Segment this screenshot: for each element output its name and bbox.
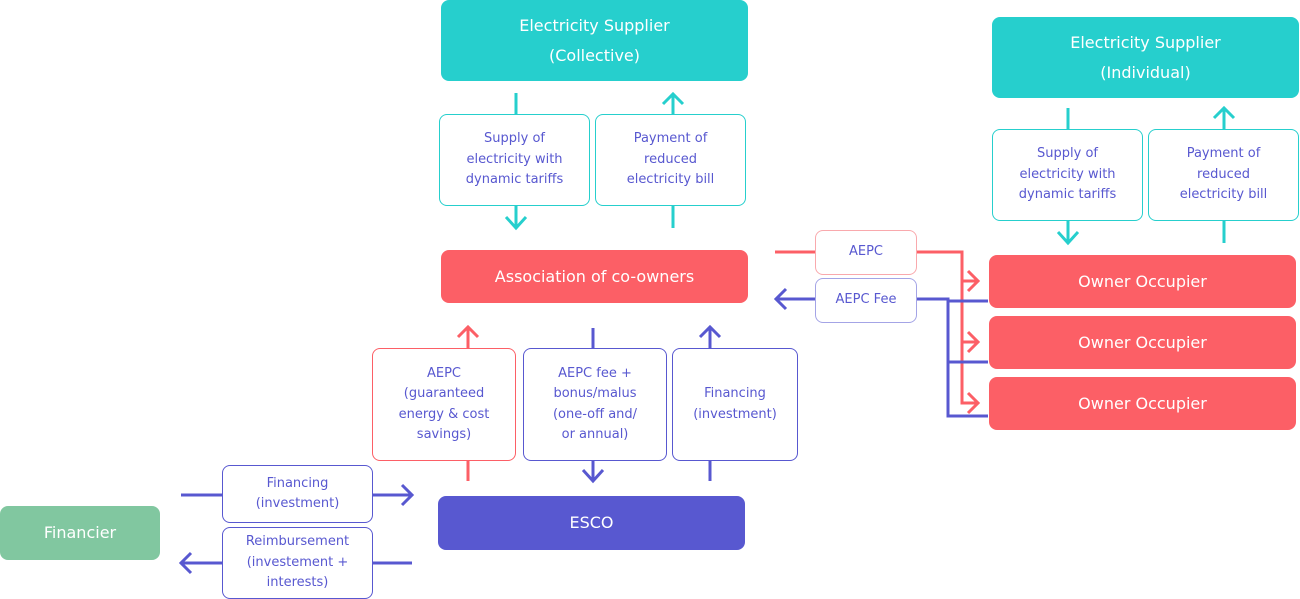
supply-arrow-down-icon	[504, 215, 528, 231]
fee-arrow-down-icon	[581, 468, 605, 484]
reimbursement-arrow-left-icon	[178, 551, 193, 575]
collective-supplier-arrows	[504, 91, 685, 231]
owner-arrow-right-icon	[966, 330, 981, 354]
flow-label-owners-aepc-fee: AEPC Fee	[815, 278, 917, 323]
fee-from-owners-lines	[773, 287, 988, 418]
flow-label-esco-financing: Financing (investment)	[672, 348, 798, 461]
ind-payment-arrow-up-icon	[1212, 105, 1236, 120]
financing-arrow-right-icon	[400, 483, 415, 507]
payment-arrow-up-icon	[661, 91, 685, 106]
financing-arrow-up-icon	[698, 324, 722, 339]
flow-label-individual-supply: Supply of electricity with dynamic tarif…	[992, 129, 1143, 221]
flow-label-aepc-fee-bonus: AEPC fee + bonus/malus (one-off and/ or …	[523, 348, 667, 461]
financier-lines	[178, 483, 415, 575]
flow-label-esco-aepc: AEPC (guaranteed energy & cost savings)	[372, 348, 516, 461]
node-association-of-co-owners: Association of co-owners	[441, 250, 748, 303]
node-financier: Financier	[0, 506, 160, 560]
aepc-arrow-up-icon	[456, 324, 480, 339]
individual-supplier-arrows	[1056, 105, 1236, 246]
flow-label-individual-payment: Payment of reduced electricity bill	[1148, 129, 1299, 221]
fee-arrow-left-icon	[773, 287, 788, 311]
node-owner-occupier: Owner Occupier	[989, 316, 1296, 369]
owner-arrow-right-icon	[966, 391, 981, 415]
flow-label-financier-financing: Financing (investment)	[222, 465, 373, 523]
flow-label-owners-aepc: AEPC	[815, 230, 917, 275]
aepc-to-owners-lines	[775, 250, 981, 415]
node-electricity-supplier-collective: Electricity Supplier (Collective)	[441, 0, 748, 81]
node-esco: ESCO	[438, 496, 745, 550]
ind-supply-arrow-down-icon	[1056, 230, 1080, 246]
flow-label-reimbursement: Reimbursement (investement + interests)	[222, 527, 373, 599]
owner-arrow-right-icon	[966, 269, 981, 293]
node-owner-occupier: Owner Occupier	[989, 255, 1296, 308]
flow-label-collective-supply: Supply of electricity with dynamic tarif…	[439, 114, 590, 206]
node-owner-occupier: Owner Occupier	[989, 377, 1296, 430]
node-electricity-supplier-individual: Electricity Supplier (Individual)	[992, 17, 1299, 98]
flow-label-collective-payment: Payment of reduced electricity bill	[595, 114, 746, 206]
